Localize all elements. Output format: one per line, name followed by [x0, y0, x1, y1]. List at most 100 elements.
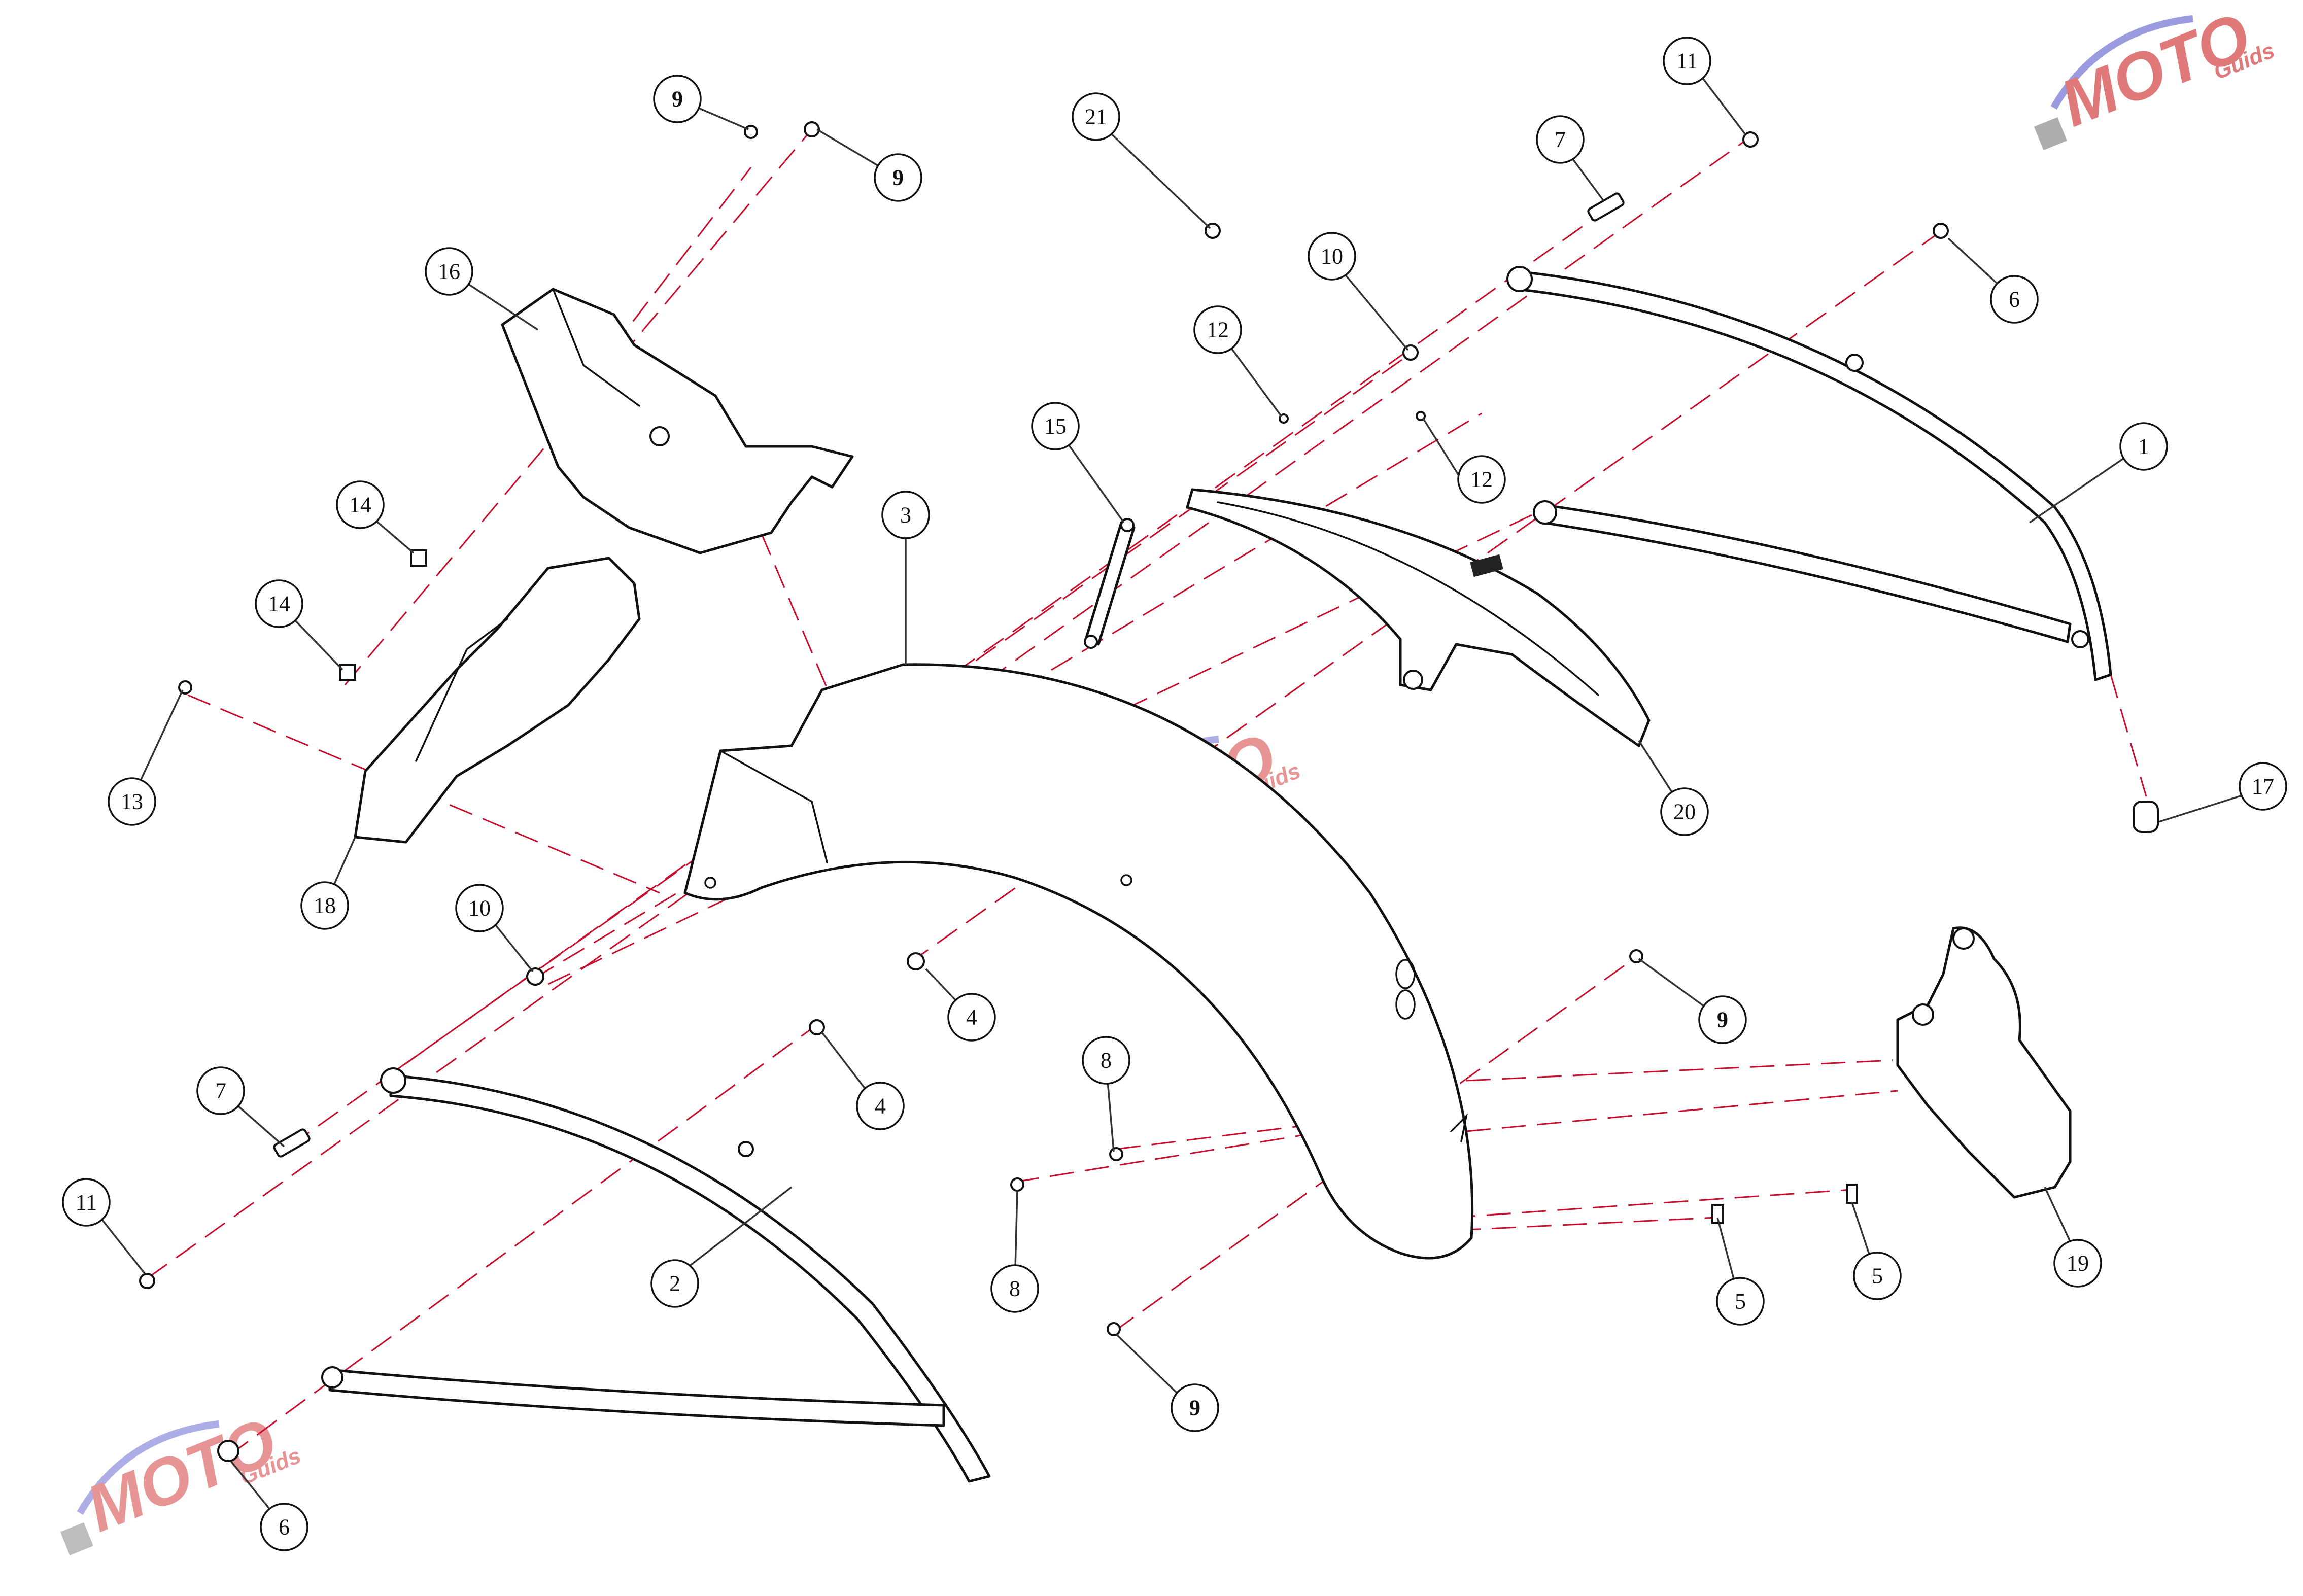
callouts: 1 2 3 4 4 5 5 6 6 7 7 8 8 9 9 9 9 10 10 … [62, 37, 2287, 1551]
lamp-17-icon [2133, 801, 2159, 833]
callout-8-bottom: 8 [990, 1264, 1039, 1313]
callout-18: 18 [300, 881, 349, 930]
svg-text:15: 15 [1044, 414, 1067, 439]
rear-fender-part [683, 663, 1474, 1260]
callout-12-top: 12 [1193, 305, 1242, 354]
callout-17: 17 [2239, 762, 2287, 811]
callout-9-bottom: 9 [1171, 1383, 1219, 1432]
lower-cover-part [354, 557, 641, 844]
svg-text:12: 12 [1470, 467, 1493, 492]
assembly-line [760, 532, 833, 701]
svg-text:9: 9 [672, 87, 683, 112]
svg-text:7: 7 [1555, 127, 1566, 152]
svg-text:11: 11 [1676, 49, 1698, 74]
assembly-line [908, 232, 1939, 965]
bolt-6-bottom-icon [217, 1440, 239, 1462]
callout-20: 20 [1660, 787, 1709, 836]
svg-text:10: 10 [1321, 244, 1343, 269]
bolt-9-top-left-icon [744, 125, 758, 139]
callout-7-left: 7 [196, 1066, 245, 1115]
callout-10-top: 10 [1308, 232, 1356, 281]
clip-5-left-icon [1711, 1204, 1724, 1224]
callout-14-upper: 14 [336, 480, 385, 529]
assembly-line [289, 207, 1609, 1148]
svg-text:9: 9 [892, 165, 904, 190]
callout-6-bottom: 6 [260, 1503, 308, 1551]
side-bracket-part [1896, 926, 2072, 1199]
svg-text:21: 21 [1085, 105, 1107, 129]
svg-text:6: 6 [279, 1515, 290, 1540]
callout-9-top-left: 9 [653, 75, 702, 123]
bolt-9-top-right-icon [804, 121, 820, 137]
svg-text:9: 9 [1189, 1396, 1200, 1420]
assembly-line [1466, 1059, 1893, 1082]
callout-6-top: 6 [1990, 275, 2039, 324]
svg-text:13: 13 [121, 789, 143, 814]
bolt-7-top-icon [1587, 192, 1625, 222]
svg-text:4: 4 [966, 1005, 977, 1030]
callout-4-left: 4 [856, 1082, 905, 1130]
svg-text:9: 9 [1717, 1008, 1728, 1032]
nut-4-center-icon [907, 952, 925, 970]
assembly-line [1116, 1123, 1320, 1150]
callout-11-top: 11 [1663, 37, 1711, 85]
callout-8-top: 8 [1082, 1036, 1130, 1085]
bolt-6-top-icon [1933, 223, 1949, 239]
svg-text:14: 14 [349, 493, 371, 517]
callout-15: 15 [1031, 402, 1080, 450]
svg-text:5: 5 [1735, 1289, 1746, 1314]
watermark-swoosh-icon [77, 1420, 220, 1515]
callout-10-left: 10 [455, 884, 504, 932]
svg-text:19: 19 [2067, 1251, 2089, 1276]
screw-12-top-icon [1279, 413, 1289, 424]
assembly-line [2110, 674, 2147, 797]
right-fender-strut-part [1506, 266, 2112, 681]
svg-text:6: 6 [2009, 287, 2020, 312]
assembly-line [1466, 1090, 1898, 1132]
callout-1: 1 [2119, 422, 2168, 471]
svg-text:11: 11 [76, 1190, 97, 1215]
screw-12-right-icon [1416, 411, 1426, 421]
svg-text:7: 7 [215, 1079, 226, 1103]
assembly-line [1456, 1217, 1715, 1231]
svg-text:18: 18 [314, 893, 336, 918]
bolt-8-top-icon [1109, 1147, 1123, 1161]
callout-21: 21 [1072, 92, 1120, 141]
svg-text:5: 5 [1872, 1264, 1883, 1289]
callout-13: 13 [108, 777, 156, 826]
assembly-line [1451, 1189, 1852, 1219]
callout-5-left: 5 [1716, 1277, 1765, 1326]
svg-text:3: 3 [900, 503, 911, 528]
svg-text:17: 17 [2252, 774, 2274, 799]
svg-text:20: 20 [1673, 800, 1696, 824]
watermark-top-right: MOTO Guids [2034, 0, 2278, 151]
svg-text:8: 8 [1009, 1276, 1020, 1301]
upper-cover-part [501, 288, 854, 554]
svg-text:1: 1 [2138, 434, 2149, 459]
callout-4-center: 4 [947, 993, 996, 1042]
bolt-11-top-icon [1742, 131, 1759, 148]
callout-5-right: 5 [1853, 1252, 1902, 1300]
watermark-flag-icon [2034, 117, 2067, 151]
callout-9-top-right: 9 [874, 153, 922, 202]
svg-text:8: 8 [1101, 1048, 1112, 1073]
callout-2: 2 [650, 1259, 699, 1308]
svg-text:10: 10 [468, 896, 491, 921]
nut-10-left-icon [526, 967, 544, 986]
svg-text:4: 4 [875, 1094, 886, 1119]
bolt-11-left-icon [139, 1273, 155, 1289]
fender-bracket-part [1186, 488, 1651, 747]
svg-text:16: 16 [438, 259, 460, 284]
nut-9-bottom-icon [1107, 1322, 1121, 1336]
watermark-swoosh-icon [2050, 15, 2193, 110]
svg-text:2: 2 [669, 1271, 680, 1296]
link-part [1084, 518, 1136, 649]
callout-19: 19 [2053, 1239, 2102, 1288]
callout-12-right: 12 [1457, 455, 1506, 504]
callout-16: 16 [425, 247, 473, 296]
callout-14-lower: 14 [255, 579, 303, 628]
callout-3: 3 [881, 491, 930, 539]
callout-7-top: 7 [1536, 115, 1585, 164]
bolt-8-bottom-icon [1010, 1177, 1024, 1192]
svg-text:14: 14 [268, 592, 290, 616]
